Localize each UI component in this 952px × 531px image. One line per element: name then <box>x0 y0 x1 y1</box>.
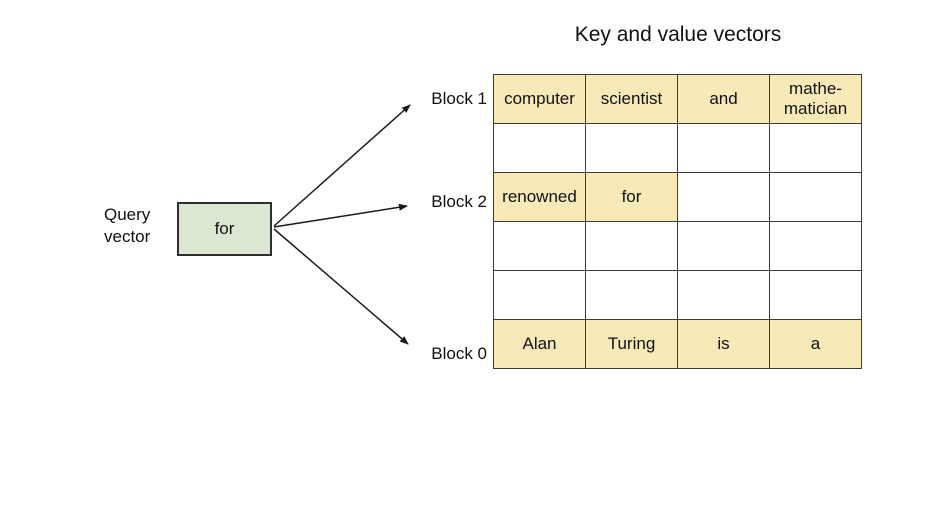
table-cell: computer <box>493 74 586 124</box>
table-row <box>493 221 862 271</box>
block-2-label: Block 2 <box>431 192 487 211</box>
table-cell <box>585 270 678 320</box>
table-cell: and <box>677 74 770 124</box>
arrow-to-block-1 <box>273 104 411 227</box>
table-cell <box>769 221 862 271</box>
table-row <box>493 123 862 173</box>
query-vector-label: Query vector <box>104 205 151 246</box>
table-cell <box>585 123 678 173</box>
table-cell: mathe- matician <box>769 74 862 124</box>
arrow-to-block-2 <box>273 203 408 228</box>
table-cell <box>585 221 678 271</box>
table-row <box>493 270 862 320</box>
table-cell: renowned <box>493 172 586 222</box>
block-1-label: Block 1 <box>431 89 487 108</box>
table-cell: is <box>677 319 770 369</box>
table-cell <box>677 123 770 173</box>
query-vector-box: for <box>177 202 272 256</box>
table-cell <box>677 221 770 271</box>
table-cell <box>769 270 862 320</box>
table-cell <box>769 172 862 222</box>
table-cell: Turing <box>585 319 678 369</box>
table-cell: for <box>585 172 678 222</box>
table-cell: Alan <box>493 319 586 369</box>
table-cell <box>493 123 586 173</box>
table-cell <box>769 123 862 173</box>
table-cell <box>493 270 586 320</box>
query-vector-value: for <box>214 219 235 238</box>
table-cell <box>493 221 586 271</box>
diagram-title: Key and value vectors <box>574 23 782 46</box>
table-cell: scientist <box>585 74 678 124</box>
block-0-label: Block 0 <box>431 344 487 363</box>
arrow-to-block-0 <box>273 228 409 345</box>
table-cell <box>677 172 770 222</box>
table-cell <box>677 270 770 320</box>
table-cell: a <box>769 319 862 369</box>
